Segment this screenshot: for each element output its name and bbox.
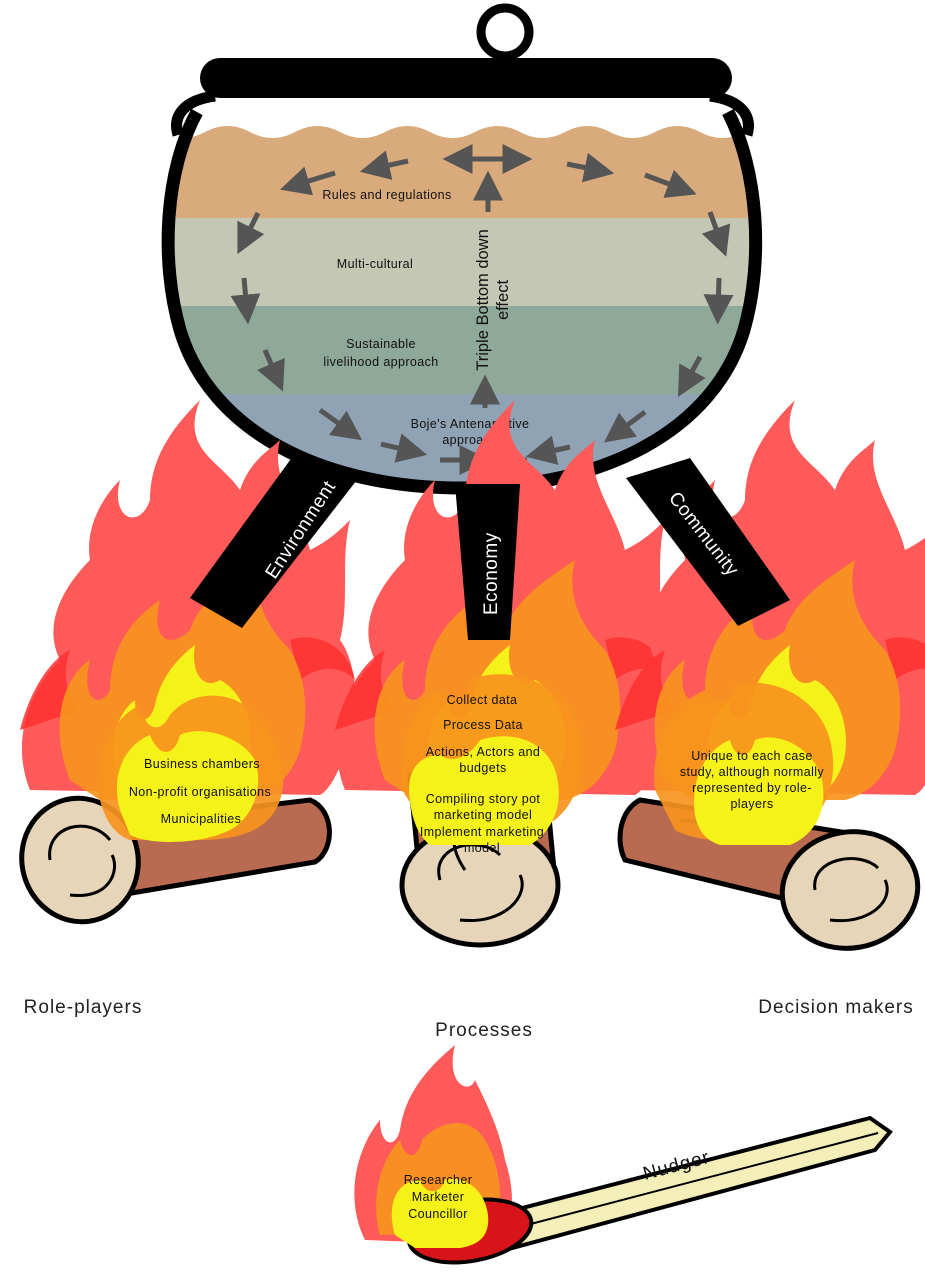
center-label-2: effect <box>494 280 512 320</box>
match-item: Marketer <box>412 1190 465 1204</box>
role-player-item: Municipalities <box>161 812 242 826</box>
caption-processes: Processes <box>435 1020 533 1041</box>
role-player-item: Business chambers <box>144 757 260 771</box>
role-player-item: Non-profit organisations <box>129 785 271 799</box>
caption-role-players: Role-players <box>24 997 143 1018</box>
decision-maker-item: Unique to each case <box>691 749 813 763</box>
process-item: Actions, Actors and <box>426 745 541 759</box>
process-item: marketing model <box>434 808 532 822</box>
caption-decision-makers: Decision makers <box>758 997 913 1018</box>
center-label-1: Triple Bottom down <box>474 229 492 371</box>
process-item: Implement marketing <box>420 825 544 839</box>
process-item: Compiling story pot <box>426 792 541 806</box>
match-item: Councillor <box>408 1207 468 1221</box>
process-item: model <box>464 841 500 855</box>
process-item: budgets <box>459 761 506 775</box>
match-stick <box>495 1118 890 1250</box>
pot-rim <box>200 58 732 98</box>
decision-maker-item: players <box>730 797 773 811</box>
layer-label-antenarrative-1: Boje's Antenarrative <box>411 417 530 431</box>
match: Researcher Marketer Councillor Nudger <box>354 1045 890 1271</box>
pot-layer-sustainable <box>140 306 790 394</box>
layer-label-rules: Rules and regulations <box>322 188 451 202</box>
process-item: Process Data <box>443 718 523 732</box>
lid-handle-ring <box>481 8 529 56</box>
decision-maker-item: represented by role- <box>692 781 812 795</box>
layer-label-multicultural: Multi-cultural <box>337 257 413 271</box>
layer-label-sustainable-1: Sustainable <box>346 337 416 351</box>
decision-maker-item: study, although normally <box>680 765 825 779</box>
leg-label-economy: Economy <box>481 532 502 615</box>
pot-layer-multicultural <box>140 218 790 306</box>
process-item: Collect data <box>447 693 518 707</box>
match-item: Researcher <box>404 1173 473 1187</box>
layer-label-sustainable-2: livelihood approach <box>323 355 438 369</box>
